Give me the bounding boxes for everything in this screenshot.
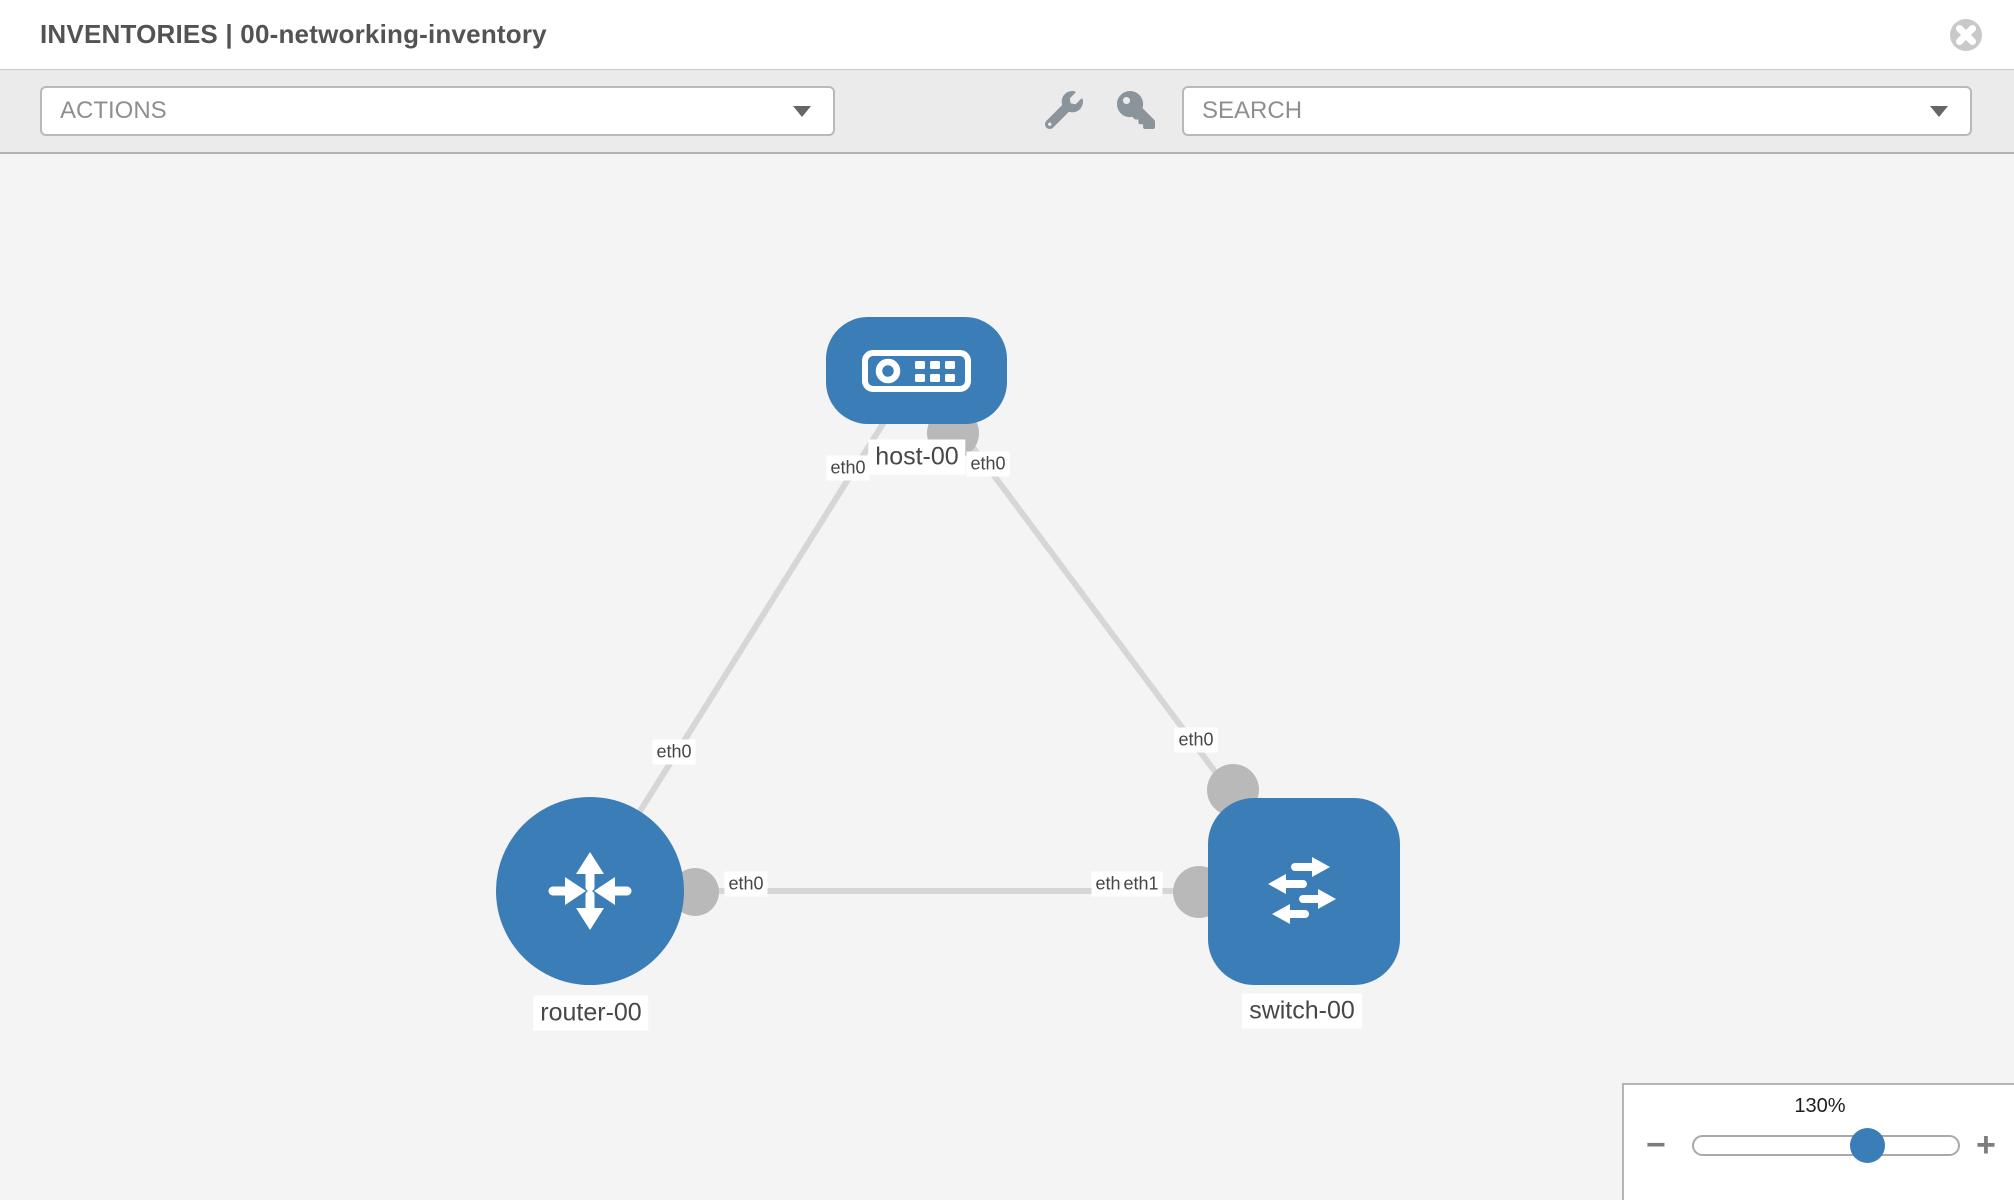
node-host-00[interactable]	[826, 317, 1007, 424]
iface-label-switch-to-host: eth0	[1174, 727, 1218, 753]
chevron-down-icon	[793, 106, 811, 117]
zoom-in-button[interactable]: +	[1976, 1126, 1996, 1164]
close-icon	[1950, 19, 1982, 51]
header: INVENTORIES | 00-networking-inventory	[0, 0, 2014, 70]
chevron-down-icon	[1930, 106, 1948, 117]
node-label-router[interactable]: router-00	[533, 995, 649, 1031]
search-dropdown[interactable]: SEARCH	[1182, 86, 1972, 136]
credentials-button[interactable]	[1116, 91, 1156, 131]
node-switch-00[interactable]	[1208, 798, 1400, 985]
switch-icon	[1268, 857, 1336, 924]
topology-graph	[496, 317, 1400, 985]
zoom-level-value: 130%	[1794, 1095, 1846, 1117]
node-router-00[interactable]	[496, 797, 684, 985]
iface-label-router-to-switch: eth0	[724, 871, 768, 897]
actions-dropdown[interactable]: ACTIONS	[40, 86, 835, 136]
search-dropdown-label: SEARCH	[1202, 97, 1303, 124]
node-label-host[interactable]: host-00	[868, 439, 966, 475]
zoom-slider-thumb[interactable]	[1850, 1128, 1885, 1163]
configure-button[interactable]	[1044, 91, 1084, 131]
actions-dropdown-label: ACTIONS	[60, 97, 167, 124]
zoom-slider-track[interactable]	[1692, 1128, 1960, 1163]
host-icon	[862, 350, 971, 392]
zoom-control-panel: 130% − +	[1622, 1083, 2014, 1200]
iface-label-host-to-router: eth0	[826, 455, 870, 481]
key-icon	[1117, 91, 1155, 129]
toolbar: ACTIONS SEARCH	[0, 70, 2014, 154]
iface-label-host-to-switch: eth0	[966, 451, 1010, 477]
topology-canvas[interactable]: host-00 router-00 switch-00 eth0 eth0 et…	[0, 154, 2014, 1200]
zoom-out-button[interactable]: −	[1646, 1126, 1666, 1164]
toolbar-icon-group	[835, 91, 1182, 131]
wrench-icon	[1044, 91, 1083, 130]
router-icon	[548, 852, 632, 930]
iface-label-switch-to-router: eth1	[1119, 871, 1163, 897]
page-title: INVENTORIES | 00-networking-inventory	[40, 19, 547, 49]
close-button[interactable]	[1948, 17, 1984, 53]
node-label-switch[interactable]: switch-00	[1242, 993, 1362, 1029]
iface-label-router-to-host: eth0	[652, 739, 696, 765]
